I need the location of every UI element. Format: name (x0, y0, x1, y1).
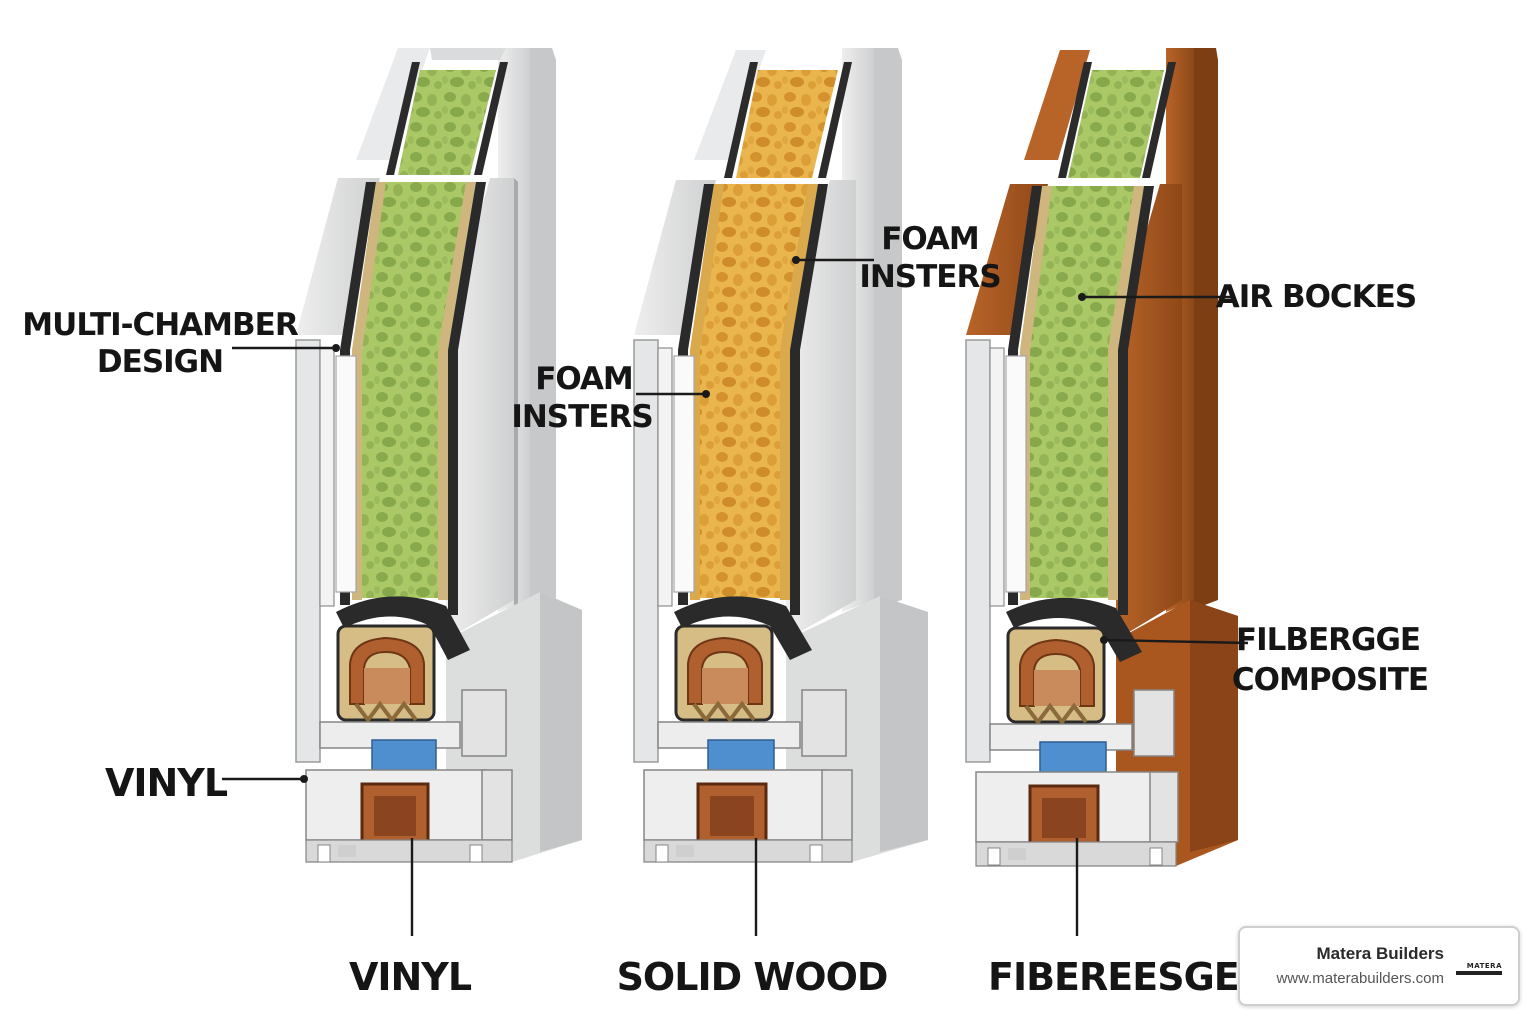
brand-logo: MATERA (1456, 962, 1502, 976)
label-foam-inserts-mid-line1: FOAM (535, 361, 633, 397)
leader-dot-fiberglass (1100, 636, 1108, 644)
label-multi-chamber-line1: MULTI-CHAMBER (22, 307, 299, 343)
leader-dot-vinyl-side (300, 775, 308, 783)
leader-dot-multi-chamber (332, 344, 340, 352)
brand-card: Matera Builders www.materabuilders.com M… (1238, 926, 1520, 1006)
label-foam-inserts-mid-line2: INSTERS (511, 399, 652, 435)
label-foam-inserts-top-line1: FOAM (881, 221, 979, 257)
frame-name-vinyl: VINYL (349, 955, 472, 999)
label-multi-chamber-line2: DESIGN (97, 344, 223, 380)
label-foam-inserts-top-line2: INSTERS (859, 259, 1000, 295)
fiberglass-frame-cross-section (965, 48, 1238, 867)
label-vinyl-side: VINYL (105, 761, 228, 805)
brand-logo-bar (1456, 971, 1502, 975)
frame-name-solid-wood: SOLID WOOD (617, 955, 888, 999)
brand-name: Matera Builders (1316, 944, 1444, 963)
leader-dot-foam-top (792, 256, 800, 264)
leader-lines (222, 256, 1249, 936)
leader-dot-air-pockets (1078, 293, 1086, 301)
leader-dot-foam-mid (702, 390, 710, 398)
leader-fiberglass (1105, 638, 1249, 645)
label-air-pockets: AIR BOCKES (1216, 279, 1416, 315)
vinyl-frame-cross-section (295, 48, 582, 863)
solid-wood-frame-cross-section (633, 48, 928, 863)
label-fiberglass-composite-line2: COMPOSITE (1232, 662, 1428, 698)
brand-logo-text: MATERA (1466, 962, 1502, 970)
label-fiberglass-composite-line1: FILBERGGE (1236, 622, 1420, 658)
brand-url[interactable]: www.materabuilders.com (1276, 970, 1444, 987)
